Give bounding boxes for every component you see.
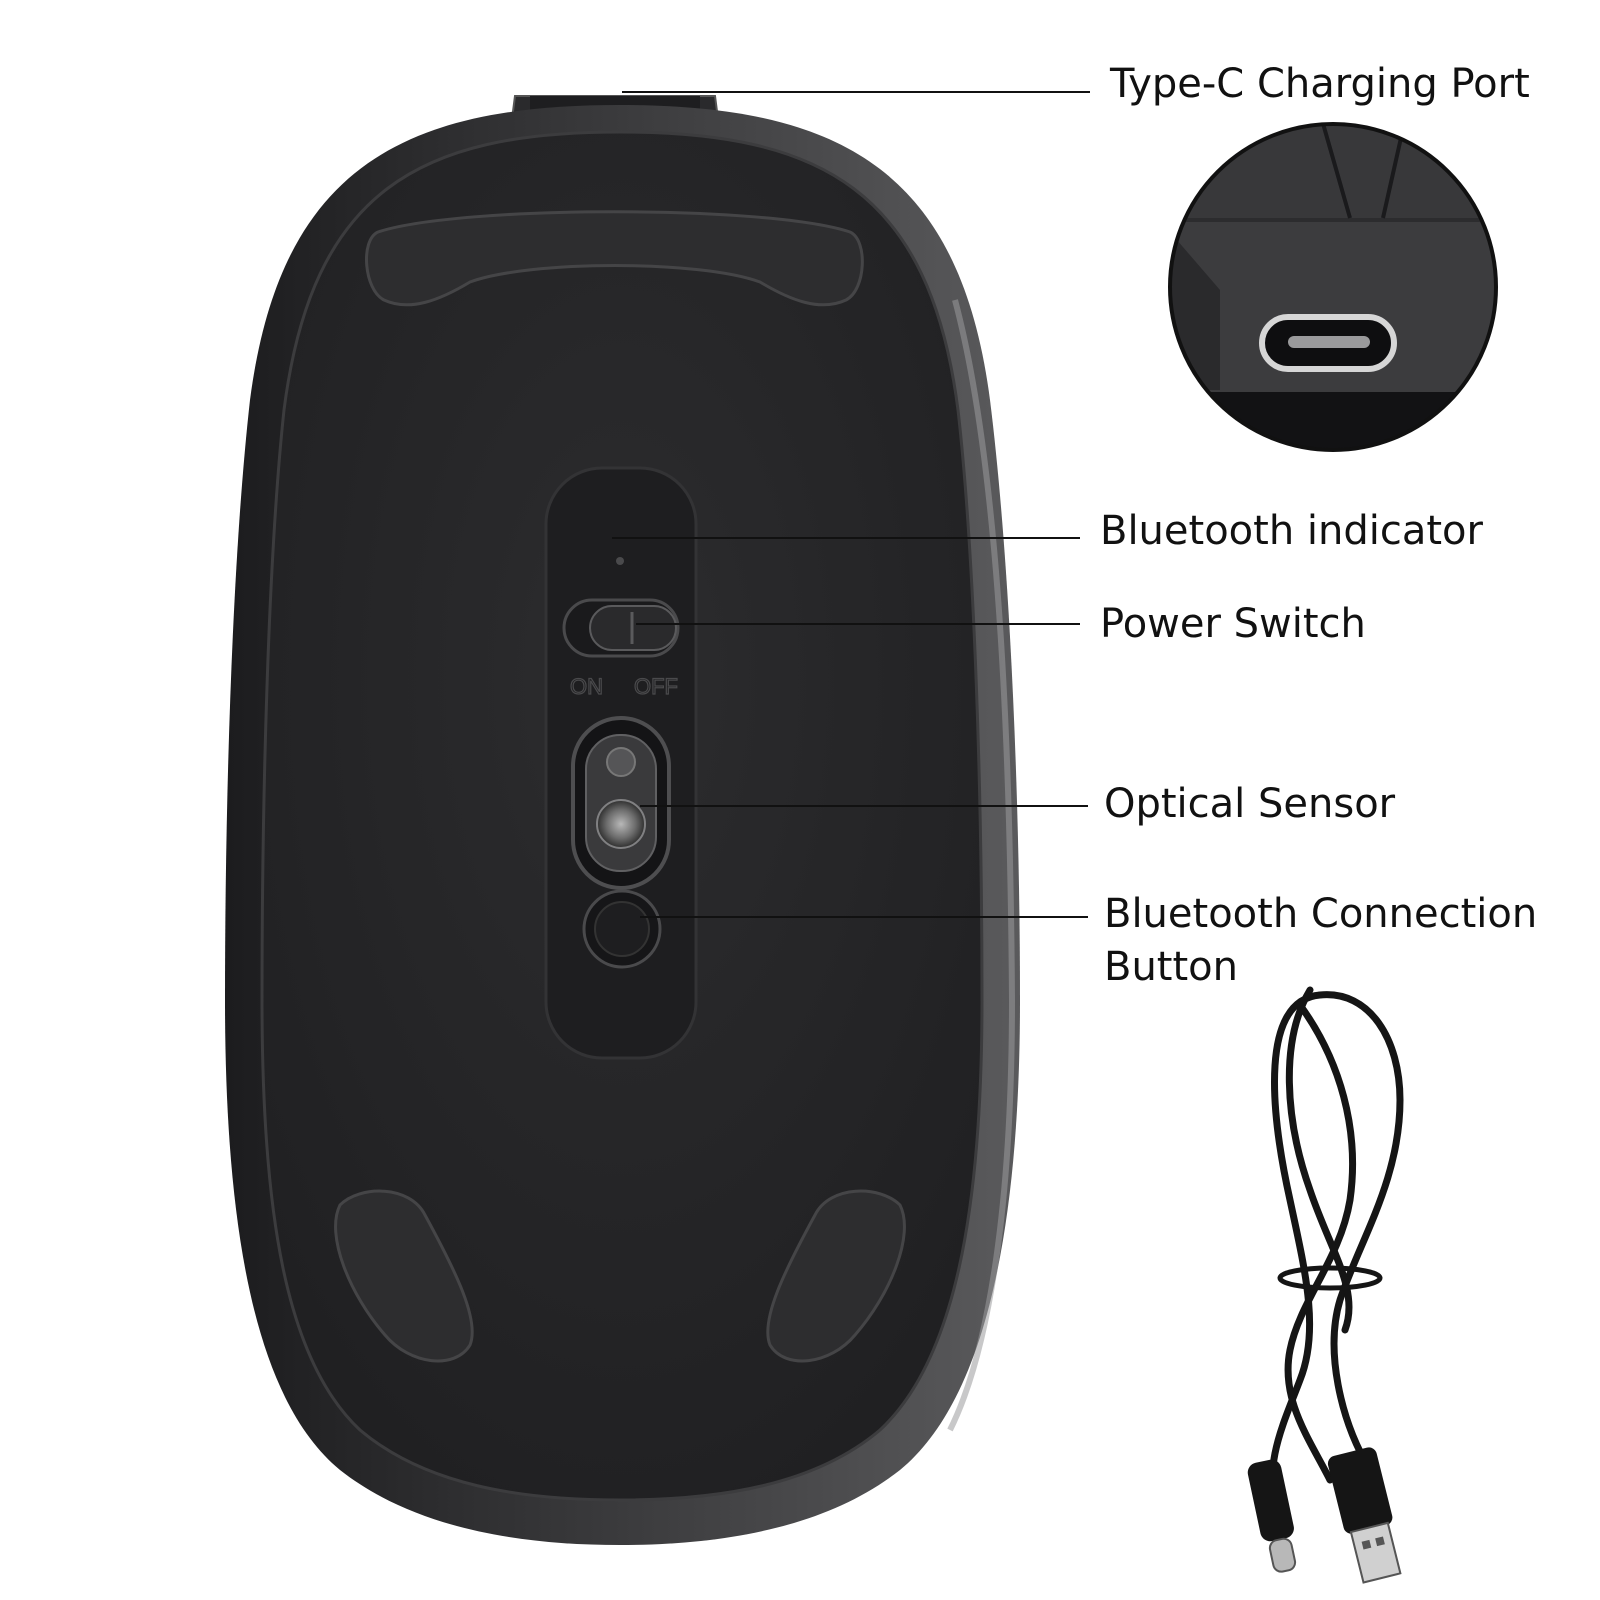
label-type-c-charging-port: Type-C Charging Port [1110, 61, 1530, 107]
label-bluetooth-connection-button: Bluetooth Connection Button [1104, 888, 1537, 994]
usb-a-plug-icon [1327, 1447, 1402, 1584]
power-switch[interactable] [562, 598, 680, 658]
mouse-underside: ON OFF [225, 95, 1020, 1545]
usb-c-port-icon [1259, 314, 1397, 372]
label-bluetooth-connection-button-line1: Bluetooth Connection [1104, 891, 1538, 937]
switch-on-mark: ON [570, 674, 603, 699]
label-power-switch: Power Switch [1100, 601, 1366, 647]
switch-off-mark: OFF [634, 674, 678, 699]
label-bluetooth-indicator: Bluetooth indicator [1100, 508, 1483, 554]
optical-sensor [571, 716, 671, 890]
bottom-right-glide-pad [766, 1189, 906, 1363]
optical-sensor-lens [596, 799, 646, 849]
optical-sensor-upper-lens [606, 747, 636, 777]
zoom-circle-border [1168, 122, 1498, 452]
bottom-left-glide-pad [334, 1189, 474, 1363]
label-bluetooth-connection-button-line2: Button [1104, 943, 1238, 990]
type-c-port-zoom [1168, 122, 1498, 452]
bluetooth-indicator-led [616, 557, 624, 565]
bt-button-cap [594, 901, 650, 957]
usb-c-plug-icon [1247, 1459, 1297, 1573]
mouse-side-highlight [947, 299, 1016, 1432]
top-glide-pad [365, 210, 864, 307]
label-optical-sensor: Optical Sensor [1104, 781, 1396, 827]
leader-lines [612, 91, 1090, 918]
bluetooth-connection-button[interactable] [582, 889, 662, 969]
